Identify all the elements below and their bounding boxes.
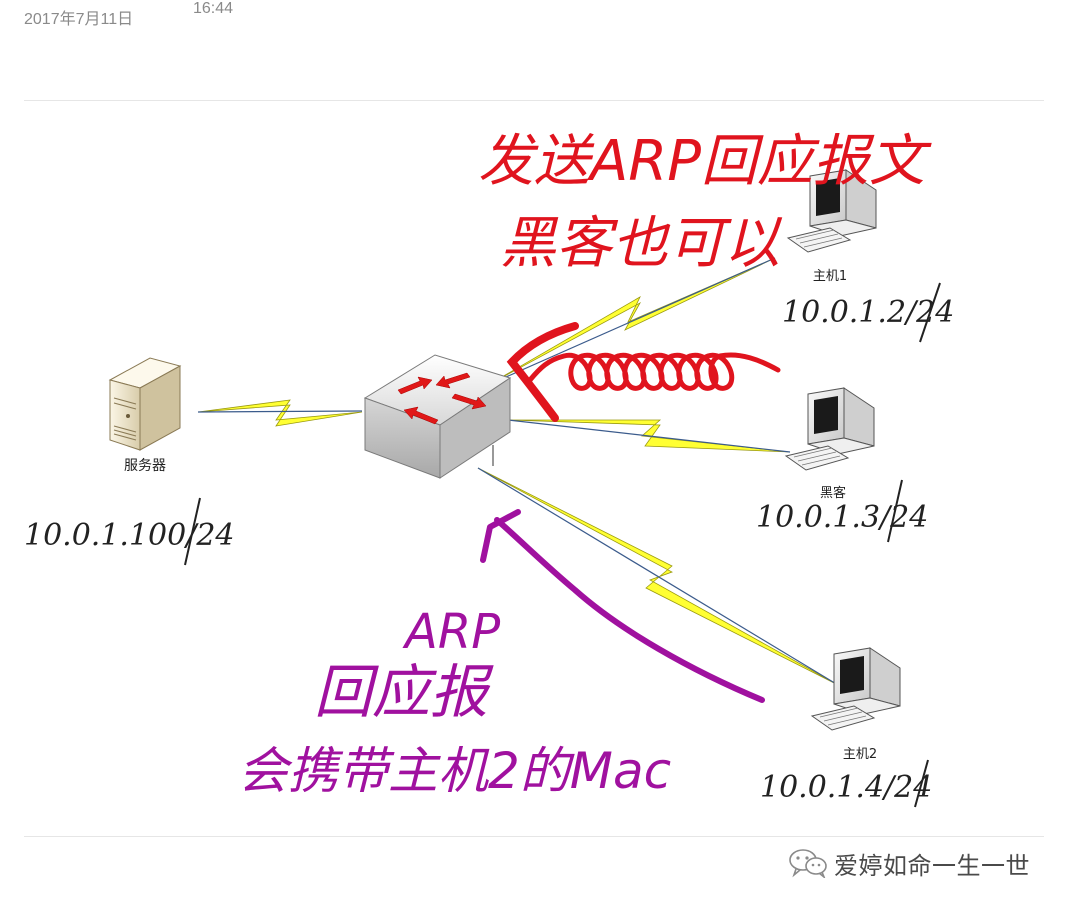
host2-reply-arrow: [483, 512, 762, 700]
host1-label: 主机1: [813, 269, 847, 284]
server-ip: 10.0.1.100/24: [24, 518, 235, 553]
host2-computer-icon: [812, 648, 900, 730]
top-note-line1: 发送ARP回应报文: [478, 129, 932, 194]
host2-label: 主机2: [843, 747, 877, 762]
switch-icon: [365, 355, 510, 478]
hacker-computer-icon: [786, 388, 874, 470]
server-label: 服务器: [124, 458, 166, 474]
bottom-note-line3: 会携带主机2的Mac: [238, 742, 671, 800]
hacker-label: 黑客: [820, 485, 846, 501]
top-note-line2: 黑客也可以: [500, 211, 783, 276]
ip-slash-strokes: [185, 283, 940, 807]
host2-ip: 10.0.1.4/24: [760, 770, 932, 805]
link-host1-switch: [488, 258, 775, 385]
bottom-note-line1: ARP: [402, 604, 500, 660]
server-icon: [110, 358, 180, 450]
watermark-text: 爱婷如命一生一世: [834, 846, 1030, 881]
watermark: 爱婷如命一生一世: [788, 846, 1030, 880]
wechat-icon: [788, 848, 828, 878]
hacker-ip: 10.0.1.3/24: [756, 500, 928, 535]
bottom-note-line2: 回应报: [314, 658, 494, 726]
hacker-spoof-arrow: [512, 326, 778, 418]
host1-ip: 10.0.1.2/24: [782, 295, 954, 330]
link-server-switch: [198, 400, 362, 426]
link-hacker-switch: [508, 420, 790, 452]
